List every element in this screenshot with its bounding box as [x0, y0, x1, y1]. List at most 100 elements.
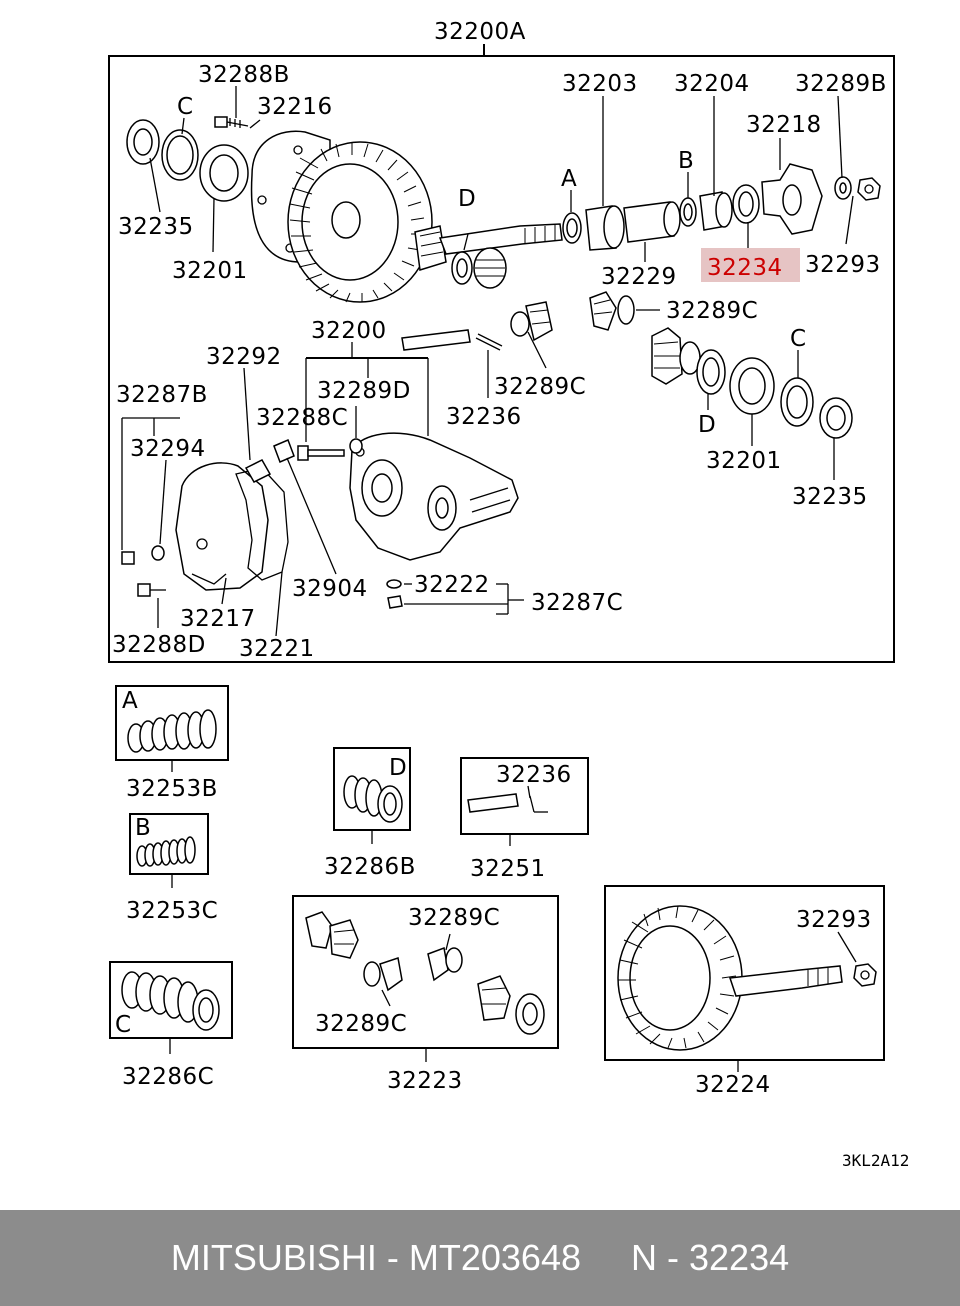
bearing-32201-left[interactable]	[199, 144, 249, 202]
bearing-32204[interactable]	[699, 191, 733, 231]
label-32289C-b[interactable]: 32289C	[494, 374, 586, 400]
bolt-32288C[interactable]	[297, 445, 345, 461]
seal-32234-highlighted[interactable]	[732, 184, 760, 224]
rear-cover-32217[interactable]	[175, 462, 269, 591]
carrier-housing[interactable]	[349, 432, 519, 561]
bearing-32201-right[interactable]	[729, 357, 775, 415]
shim-D-right[interactable]	[696, 349, 726, 395]
label-32229[interactable]: 32229	[601, 264, 677, 290]
kit-A-32253B[interactable]: A 32253B	[115, 685, 229, 802]
footer-gap	[581, 1237, 631, 1279]
label-32221[interactable]: 32221	[239, 636, 315, 662]
exploded-parts-diagram: 32200A	[108, 19, 909, 1170]
shim-D-top[interactable]	[451, 251, 473, 285]
label-32203[interactable]: 32203	[562, 71, 638, 97]
kit-32224-code[interactable]: 32224	[695, 1072, 771, 1098]
side-gear-top[interactable]	[473, 247, 507, 289]
gasket-32221[interactable]	[235, 467, 289, 581]
kit-D-32286B[interactable]: D 32286B	[324, 747, 416, 880]
label-32222[interactable]: 32222	[414, 572, 490, 598]
label-32288C[interactable]: 32288C	[256, 405, 348, 431]
gasket-32294[interactable]	[151, 545, 165, 561]
footer-separator: -	[376, 1237, 409, 1278]
label-32216[interactable]: 32216	[257, 94, 333, 120]
kit-C-code[interactable]: 32286C	[122, 1064, 214, 1090]
figure-code: 3KL2A12	[842, 1151, 909, 1170]
kit-32251[interactable]: 32236 32251	[460, 757, 589, 882]
assembly-label[interactable]: 32200A	[434, 19, 526, 45]
bolt-32288D[interactable]	[137, 583, 166, 597]
shim-B[interactable]	[679, 197, 697, 227]
ring-gear-32200[interactable]	[287, 141, 433, 303]
nut-32293[interactable]	[857, 177, 881, 201]
bearing-32203[interactable]	[585, 205, 625, 251]
label-32235-left[interactable]: 32235	[118, 214, 194, 240]
highlight-box-32234	[701, 248, 800, 282]
kit-32223-code[interactable]: 32223	[387, 1068, 463, 1094]
label-32287C[interactable]: 32287C	[531, 590, 623, 616]
breather-32292[interactable]	[244, 459, 272, 483]
kit-D-letter: D	[389, 755, 407, 781]
label-32289B[interactable]: 32289B	[795, 71, 887, 97]
label-D-top[interactable]: D	[458, 186, 476, 212]
footer-brand: MITSUBISHI	[170, 1237, 377, 1278]
label-32288B[interactable]: 32288B	[198, 62, 290, 88]
kit-32224[interactable]: 32293 32224	[604, 885, 885, 1098]
spacer-32229[interactable]	[623, 201, 681, 243]
label-32200[interactable]: 32200	[311, 318, 387, 344]
label-32218[interactable]: 32218	[746, 112, 822, 138]
footer-bar: MITSUBISHI - MT203648 N - 32234	[0, 1210, 960, 1306]
label-32236[interactable]: 32236	[446, 404, 522, 430]
kit-32223-label-a: 32289C	[408, 905, 500, 931]
seal-32235-right[interactable]	[819, 397, 853, 439]
label-32234[interactable]: 32234	[707, 255, 783, 281]
label-32201-right[interactable]: 32201	[706, 448, 782, 474]
kit-32251-code[interactable]: 32251	[470, 856, 546, 882]
seal-32235-left[interactable]	[126, 119, 160, 165]
plug-32222[interactable]	[386, 579, 403, 609]
pinion-gear-32289C-b[interactable]	[510, 301, 553, 342]
pinion-gear[interactable]	[414, 223, 563, 271]
shim-C-right[interactable]	[780, 377, 814, 427]
label-32201-left[interactable]: 32201	[172, 258, 248, 284]
washer-32289D[interactable]	[349, 438, 363, 454]
kit-C-letter: C	[115, 1012, 132, 1038]
label-A[interactable]: A	[561, 166, 577, 192]
kit-32251-inner-label: 32236	[496, 762, 572, 788]
side-gear-right[interactable]	[651, 327, 701, 385]
label-32289D[interactable]: 32289D	[317, 378, 411, 404]
footer-ref: N - 32234	[631, 1237, 790, 1278]
spacer-A[interactable]	[562, 212, 582, 244]
label-32293[interactable]: 32293	[805, 252, 881, 278]
label-32288D[interactable]: 32288D	[112, 632, 206, 658]
kit-C-32286C[interactable]: C 32286C	[109, 961, 233, 1090]
label-32904[interactable]: 32904	[292, 576, 368, 602]
kit-D-code[interactable]: 32286B	[324, 854, 416, 880]
part-labels: 32288B C 32216 32203 32204 32289B 32218 …	[112, 62, 887, 662]
shim-C-left[interactable]	[161, 129, 199, 181]
kit-A-letter: A	[122, 688, 138, 714]
pinion-gear-32289C-a[interactable]	[589, 291, 635, 331]
label-32217[interactable]: 32217	[180, 606, 256, 632]
label-32294[interactable]: 32294	[130, 436, 206, 462]
kit-A-code[interactable]: 32253B	[126, 776, 218, 802]
label-32292[interactable]: 32292	[206, 344, 282, 370]
label-C-left[interactable]: C	[177, 94, 194, 120]
kit-32223[interactable]: 32289C 32289C 32223	[292, 895, 559, 1094]
label-B[interactable]: B	[678, 148, 694, 174]
bolt-32288B[interactable]	[214, 116, 249, 128]
washer-32289B[interactable]	[834, 176, 852, 200]
label-32289C-a[interactable]: 32289C	[666, 298, 758, 324]
companion-flange-32218[interactable]	[761, 163, 823, 235]
label-D-right[interactable]: D	[698, 412, 716, 438]
label-32235-right[interactable]: 32235	[792, 484, 868, 510]
plug-32287B[interactable]	[121, 551, 135, 565]
plug-32904[interactable]	[273, 439, 295, 463]
kit-B-code[interactable]: 32253C	[126, 898, 218, 924]
assembly-frame	[108, 55, 895, 663]
label-32204[interactable]: 32204	[674, 71, 750, 97]
kit-B-32253C[interactable]: B 32253C	[126, 813, 218, 924]
label-C-right[interactable]: C	[790, 326, 807, 352]
label-32287B[interactable]: 32287B	[116, 382, 208, 408]
pinion-shaft-32236[interactable]	[401, 329, 503, 351]
